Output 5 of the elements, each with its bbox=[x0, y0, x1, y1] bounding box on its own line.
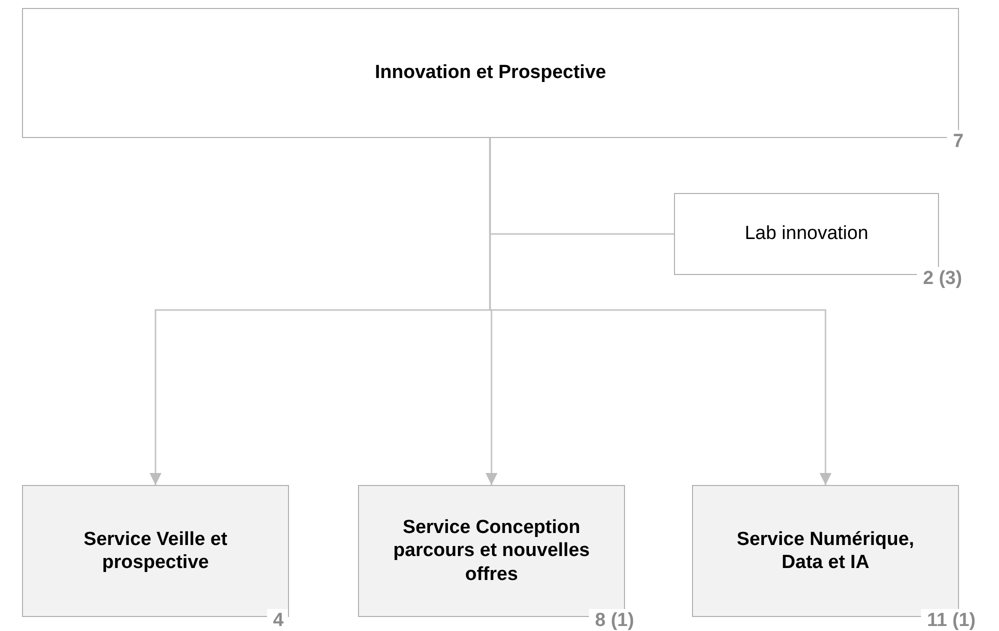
unit-name: Lab innovation bbox=[744, 222, 870, 246]
unit-name: Innovation et Prospective bbox=[374, 61, 608, 85]
unit-name: Service Veille et prospective bbox=[82, 528, 228, 574]
unit-name: Service Conception parcours et nouvelles offres bbox=[392, 516, 591, 586]
unit-name: Service Numérique, Data et IA bbox=[736, 528, 916, 574]
